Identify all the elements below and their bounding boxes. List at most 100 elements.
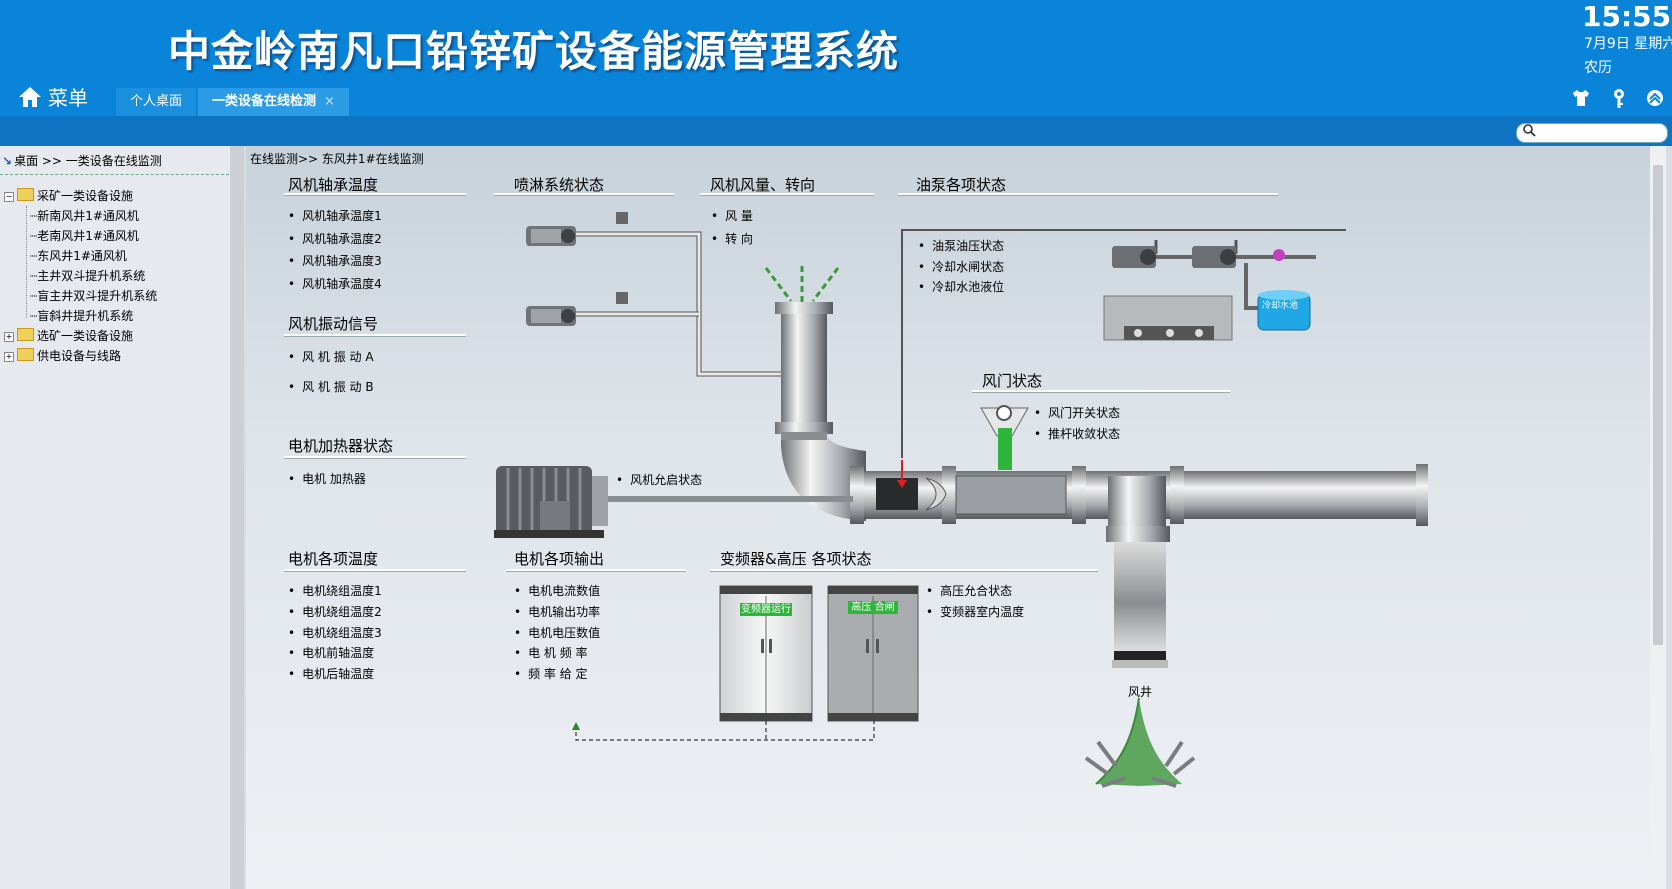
search-input[interactable] [1516,123,1668,143]
duct-flange [1170,466,1184,524]
tree-label: 新南风井1#通风机 [37,209,139,223]
signal-arrow-icon [572,722,580,730]
duct-flange [850,466,864,524]
cooling-pool-level[interactable]: 冷却水池液位 [918,278,1004,295]
section-divider [284,569,466,571]
inverter-running-badge: 变频器运行 [740,603,792,616]
tree-item-mining[interactable]: − 采矿一类设备设施 [4,186,133,206]
motor-voltage[interactable]: 电机电压数值 [514,624,600,641]
winding-temp-2[interactable]: 电机绕组温度2 [288,603,382,620]
tree-item-power[interactable]: + 供电设备与线路 [4,346,121,366]
section-motor-temp-title: 电机各项温度 [288,550,379,568]
motor-heater[interactable]: 电机 加热器 [288,470,366,487]
menu-button[interactable]: 菜单 [18,82,88,111]
section-divider [710,569,1098,571]
clock-time: 15:55 [1582,0,1672,33]
winding-temp-1[interactable]: 电机绕组温度1 [288,582,382,599]
frequency-setpoint[interactable]: 频 率 给 定 [514,665,587,682]
bearing-temp-1[interactable]: 风机轴承温度1 [288,207,382,224]
tree-item-laonan-fan[interactable]: ┈老南风井1#通风机 [30,229,139,243]
section-motor-output-title: 电机各项输出 [514,550,605,568]
stack-flange [775,422,833,434]
oil-station [1103,295,1233,341]
motor-power[interactable]: 电机输出功率 [514,603,600,620]
clock-date: 7月9日 星期六 [1584,36,1672,52]
shirt-icon[interactable] [1570,88,1592,110]
oil-pressure-status[interactable]: 油泵油压状态 [918,237,1004,254]
folder-icon [17,348,34,361]
section-divider [972,390,1230,392]
vibration-b[interactable]: 风 机 振 动 B [288,378,374,395]
front-bearing-temp[interactable]: 电机前轴温度 [288,644,374,661]
oil-pumps [1112,240,1316,310]
hv-close-permit[interactable]: 高压允合状态 [926,582,1012,599]
section-divider [898,193,1278,195]
tree-label: 盲主井双斗提升机系统 [37,289,158,303]
collapse-icon[interactable]: − [4,192,14,202]
sidebar [0,146,231,889]
section-oil-pump-title: 油泵各项状态 [916,176,1007,194]
sidebar-scrollbar[interactable] [230,146,244,889]
section-inverter-title: 变频器&高压 各项状态 [720,550,872,568]
tab-close-icon[interactable]: × [324,94,335,109]
fan-airflow[interactable]: 风 量 [711,207,753,224]
tree-item-blind-main-hoist[interactable]: ┈盲主井双斗提升机系统 [30,289,158,303]
main-scrollbar-thumb[interactable] [1653,165,1663,645]
tree-item-xinnan-fan[interactable]: ┈新南风井1#通风机 [30,209,139,223]
damper-switch-status[interactable]: 风门开关状态 [1034,404,1120,421]
shaft-column [1114,542,1166,664]
damper-actuator [980,405,1029,470]
spray-pump-1 [526,212,628,246]
expand-icon[interactable]: + [4,352,14,362]
vibration-a[interactable]: 风 机 振 动 A [288,348,373,365]
menu-label: 菜单 [48,86,88,110]
elbow-flange [781,432,827,440]
section-divider [700,193,874,195]
tab-personal-desktop[interactable]: 个人桌面 [116,88,197,116]
tree-item-processing[interactable]: +选矿一类设备设施 [4,326,133,346]
fan-start-permit[interactable]: 风机允启状态 [616,471,702,488]
tree-item-blind-incline-hoist[interactable]: ┈盲斜井提升机系统 [30,309,134,323]
search-icon [1522,123,1536,140]
section-vibration-title: 风机振动信号 [288,315,379,333]
bearing-temp-4[interactable]: 风机轴承温度4 [288,275,382,292]
folder-icon [17,328,34,341]
cooling-pool [1257,290,1311,331]
bearing-temp-3[interactable]: 风机轴承温度3 [288,252,382,269]
air-shaft-label: 风井 [1128,685,1153,699]
fan-impeller [925,477,947,511]
collapse-up-icon[interactable] [1644,88,1666,110]
motor-shaft [608,496,853,502]
inverter-room-temp[interactable]: 变频器室内温度 [926,603,1024,620]
tree-label: 采矿一类设备设施 [37,189,134,203]
winding-temp-3[interactable]: 电机绕组温度3 [288,624,382,641]
tree-item-main-hoist[interactable]: ┈主井双斗提升机系统 [30,269,146,283]
bearing-temp-2[interactable]: 风机轴承温度2 [288,230,382,247]
duct-flange [1072,466,1086,524]
section-divider [494,193,674,195]
section-divider [284,334,466,336]
section-divider [284,456,466,458]
tree-guide [26,206,28,318]
signal-line [575,721,875,741]
motor-current[interactable]: 电机电流数值 [514,582,600,599]
expand-icon[interactable]: + [4,332,14,342]
rear-bearing-temp[interactable]: 电机后轴温度 [288,665,374,682]
motor-frequency[interactable]: 电 机 频 率 [514,644,587,661]
tree-item-dongfeng-fan[interactable]: ┈东风井1#通风机 [30,249,127,263]
cooling-gate-status[interactable]: 冷却水闸状态 [918,258,1004,275]
stack-flange [775,302,833,314]
tree-label: 主井双斗提升机系统 [37,269,146,283]
tab-equipment-monitor[interactable]: 一类设备在线检测× [198,88,349,116]
vertical-stack [781,304,827,434]
duct-flange [942,466,956,524]
fan-direction[interactable]: 转 向 [711,230,753,247]
section-heater-title: 电机加热器状态 [288,437,394,455]
arrow-icon: ↘ [2,154,13,168]
main-breadcrumb: 在线监测>> 东风井1#在线监测 [250,152,424,166]
tree-label: 供电设备与线路 [37,349,122,363]
pushrod-status[interactable]: 推杆收敛状态 [1034,425,1120,442]
key-icon[interactable] [1608,88,1630,110]
spray-pump-2 [526,292,628,326]
sub-toolbar [0,116,1672,146]
